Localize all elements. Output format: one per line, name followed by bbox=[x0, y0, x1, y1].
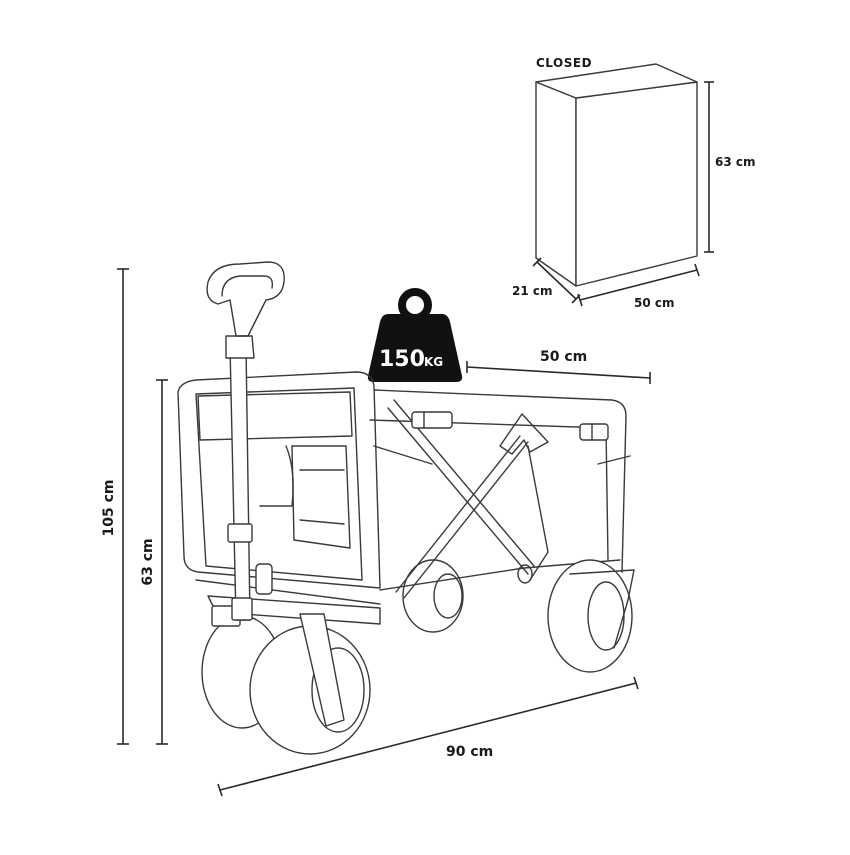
total-height-dimension-line bbox=[117, 268, 129, 745]
buckle-right bbox=[579, 423, 609, 441]
closed-height-dimension-line bbox=[704, 81, 714, 253]
weight-icon: 150 KG bbox=[367, 288, 463, 382]
front-wheel-right bbox=[547, 559, 635, 673]
body-height-label: 63 cm bbox=[140, 538, 156, 585]
length-dimension-line bbox=[217, 676, 639, 797]
body-height-dimension-line bbox=[156, 379, 168, 745]
closed-width-label: 50 cm bbox=[634, 296, 675, 310]
wagon-illustration bbox=[177, 261, 635, 755]
closed-height-label: 63 cm bbox=[715, 155, 756, 169]
rear-wheel-right bbox=[402, 559, 464, 633]
total-height-label: 105 cm bbox=[101, 480, 117, 537]
closed-box-group: CLOSED 63 cm 21 cm 50 cm bbox=[512, 56, 756, 310]
closed-width-dimension-line bbox=[577, 263, 700, 307]
closed-box-shape bbox=[535, 63, 698, 287]
buckle-left bbox=[411, 411, 453, 429]
length-label: 90 cm bbox=[446, 744, 493, 760]
width-label: 50 cm bbox=[540, 349, 587, 365]
side-x-frame bbox=[387, 399, 549, 599]
pull-handle bbox=[206, 261, 285, 621]
closed-title: CLOSED bbox=[536, 56, 592, 70]
weight-value: 150 bbox=[379, 347, 425, 372]
weight-unit: KG bbox=[424, 355, 443, 369]
closed-depth-label: 21 cm bbox=[512, 284, 553, 298]
width-dimension-line bbox=[466, 361, 651, 384]
